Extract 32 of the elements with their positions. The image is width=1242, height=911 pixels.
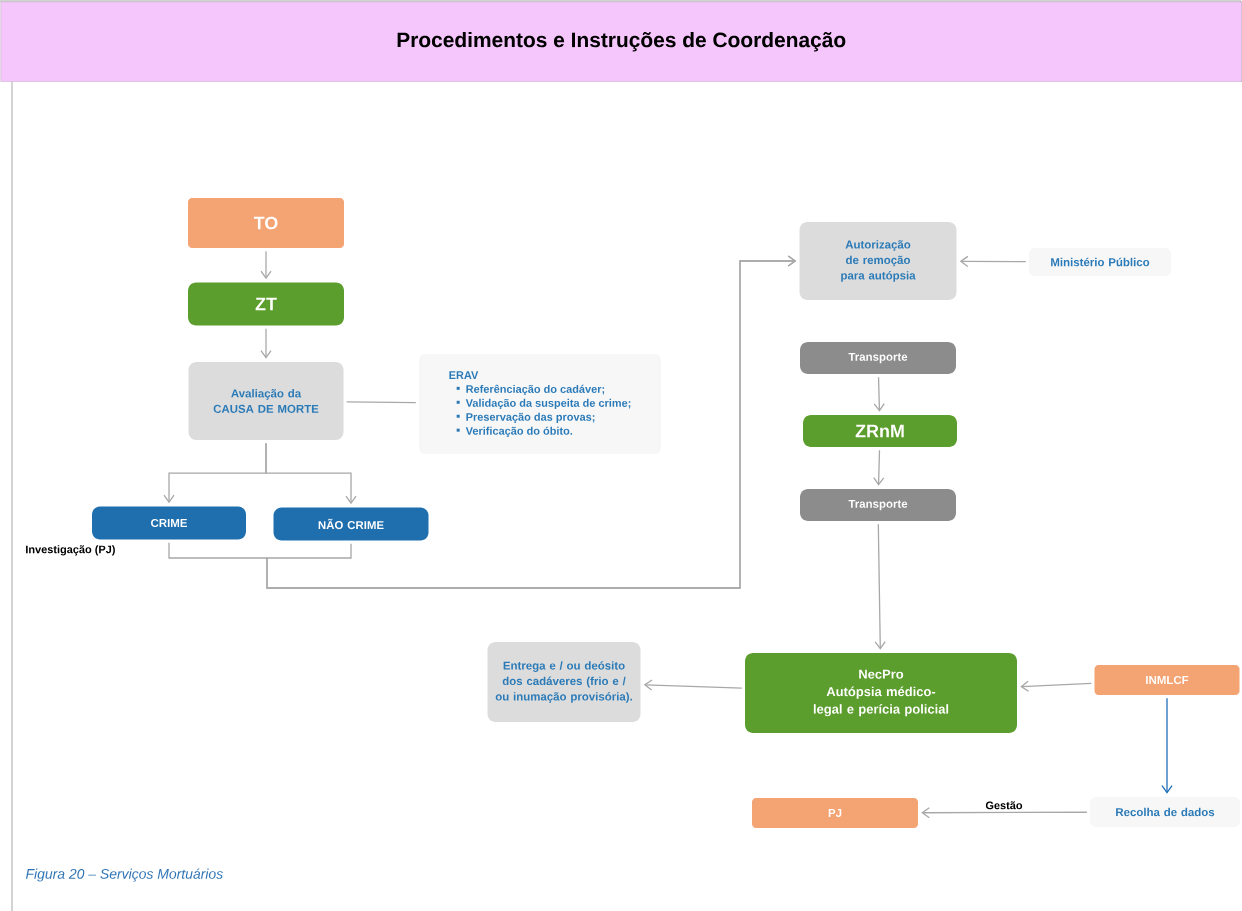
- arrow: [874, 523, 886, 650]
- process-box: ZT: [188, 282, 344, 326]
- process-box: Transporte: [800, 342, 956, 374]
- arrow: [643, 679, 743, 691]
- arrow: [873, 376, 885, 412]
- process-box: Autorização de remoção para autópsia: [799, 222, 957, 300]
- caption: Figura 20 – Serviços Mortuários: [25, 868, 223, 882]
- edge-label: Gestão: [984, 800, 1024, 811]
- note-box: ERAV Referênciação do cadáver; Validação da suspeita de crime; Preservação das provas; Verificação do óbito.: [419, 354, 661, 454]
- source-box: Ministério Público: [1029, 248, 1171, 276]
- process-box: INMLCF: [1094, 665, 1240, 695]
- arrow: [959, 255, 1027, 268]
- arrow: [260, 250, 272, 280]
- process-box: PJ: [752, 798, 918, 828]
- arrow: [873, 449, 885, 486]
- arrow: [1020, 680, 1092, 692]
- outcome-box: CRIME: [92, 506, 246, 540]
- process-box: Transporte: [800, 489, 956, 521]
- source-box: Recolha de dados: [1090, 797, 1240, 827]
- arrow: [1161, 697, 1173, 794]
- side-label: Investigação (PJ): [26, 545, 115, 556]
- process-box: Entrega e / ou deósito dos cadáveres (frio e / ou inumação provisória).: [487, 642, 641, 722]
- process-box: NecPro Autópsia médico-legal e perícia policial: [745, 653, 1017, 733]
- process-box: TO: [188, 198, 344, 248]
- arrow: [266, 255, 797, 589]
- process-box: ZRnM: [803, 415, 957, 447]
- process-box: Avaliação da CAUSA DE MORTE: [188, 362, 344, 440]
- title-band: Procedimentos e Instruções de Coordenação: [0, 1, 1242, 82]
- outcome-box: NÃO CRIME: [273, 507, 429, 541]
- arrow: [260, 328, 272, 359]
- arrow: [265, 442, 357, 505]
- arrow: [921, 807, 1088, 819]
